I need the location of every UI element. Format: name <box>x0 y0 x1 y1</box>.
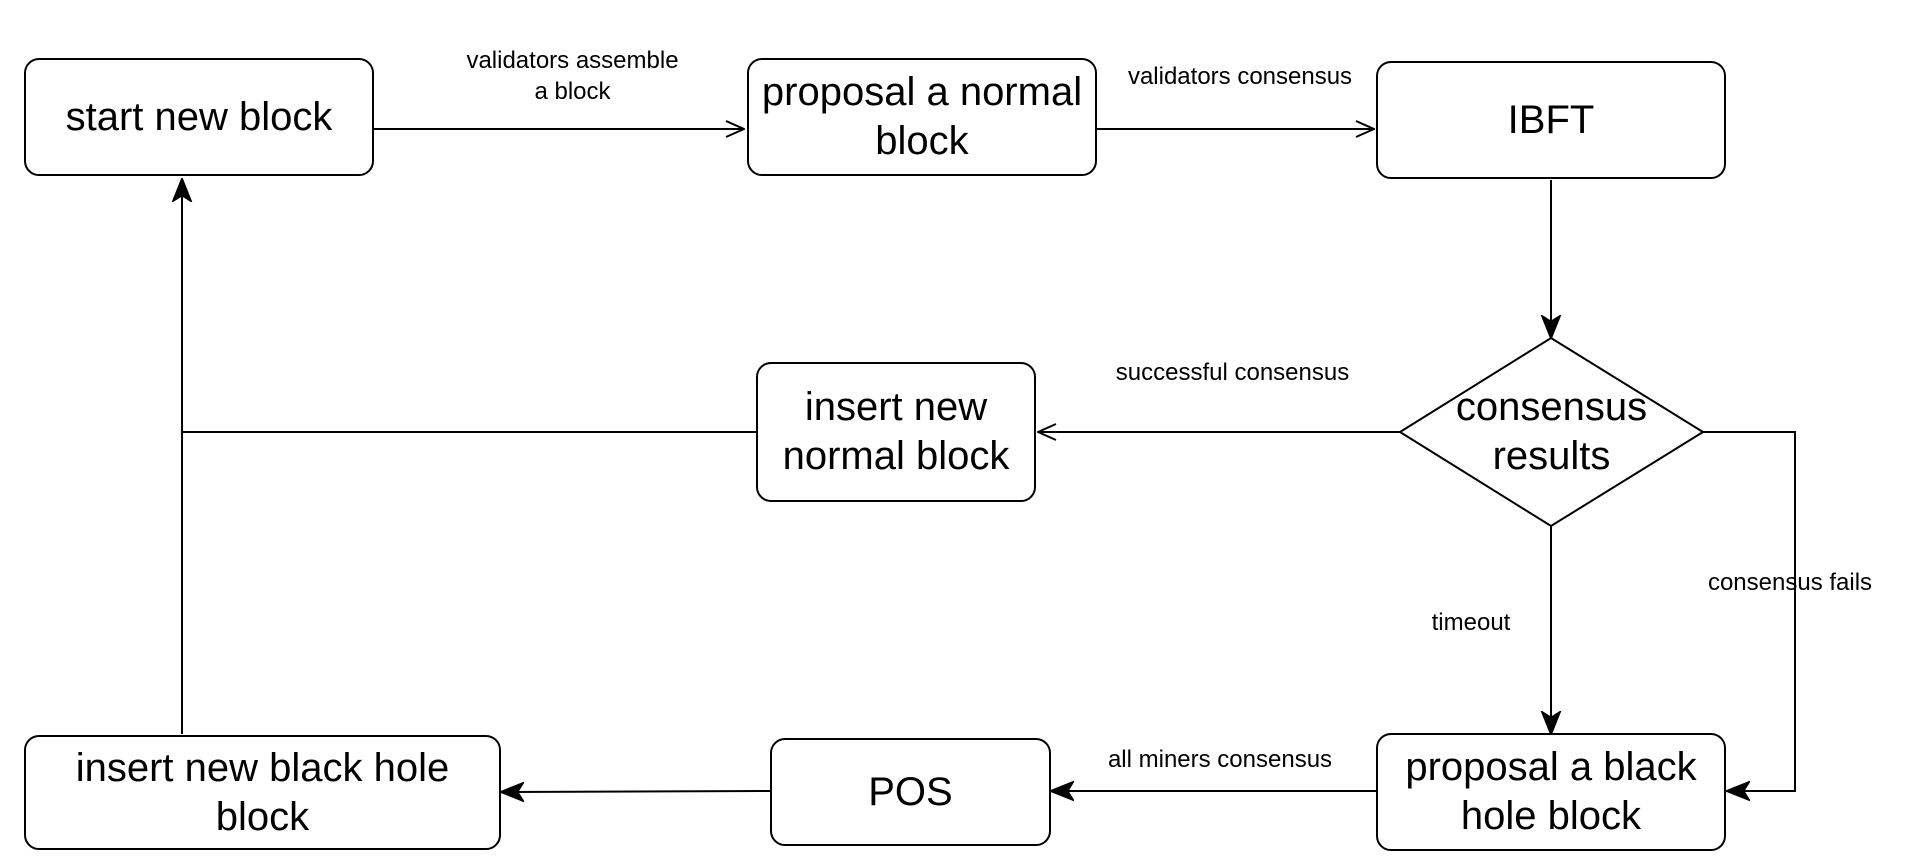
node-proposal-normal-block[interactable]: proposal a normal block <box>747 58 1097 176</box>
edge-label-timeout: timeout <box>1431 609 1511 636</box>
edge-pos-to-insert-blackhole <box>501 791 771 792</box>
node-insert-new-normal-block-label: insert new normal block <box>782 385 1010 478</box>
node-consensus-results-label: consensus results <box>1455 385 1648 478</box>
node-consensus-results[interactable]: consensus results <box>1400 338 1703 526</box>
edge-label-successful-consensus: successful consensus <box>1115 359 1350 386</box>
node-proposal-normal-block-label: proposal a normal block <box>761 70 1083 163</box>
node-ibft-label: IBFT <box>1507 97 1595 142</box>
node-proposal-black-hole-block-label: proposal a black hole block <box>1405 745 1697 838</box>
decision-diamond-shape <box>1398 336 1705 528</box>
node-start-new-block[interactable]: start new block <box>24 58 374 176</box>
edge-results-fails <box>1703 431 1796 791</box>
edge-label-validators-consensus: validators consensus <box>1106 61 1374 92</box>
edge-label-consensus-fails: consensus fails <box>1707 569 1873 596</box>
node-insert-new-black-hole-block-label: insert new black hole block <box>75 745 450 839</box>
node-insert-new-normal-block[interactable]: insert new normal block <box>756 362 1036 502</box>
node-proposal-black-hole-block[interactable]: proposal a black hole block <box>1376 733 1726 851</box>
node-pos-label: POS <box>868 769 953 814</box>
edge-label-validators-assemble: validators assemble a block <box>466 47 679 105</box>
node-ibft[interactable]: IBFT <box>1376 61 1726 179</box>
node-start-new-block-label: start new block <box>65 94 333 139</box>
node-pos[interactable]: POS <box>770 738 1051 846</box>
node-insert-new-black-hole-block[interactable]: insert new black hole block <box>24 735 501 850</box>
edge-label-all-miners-consensus: all miners consensus <box>1085 744 1355 775</box>
